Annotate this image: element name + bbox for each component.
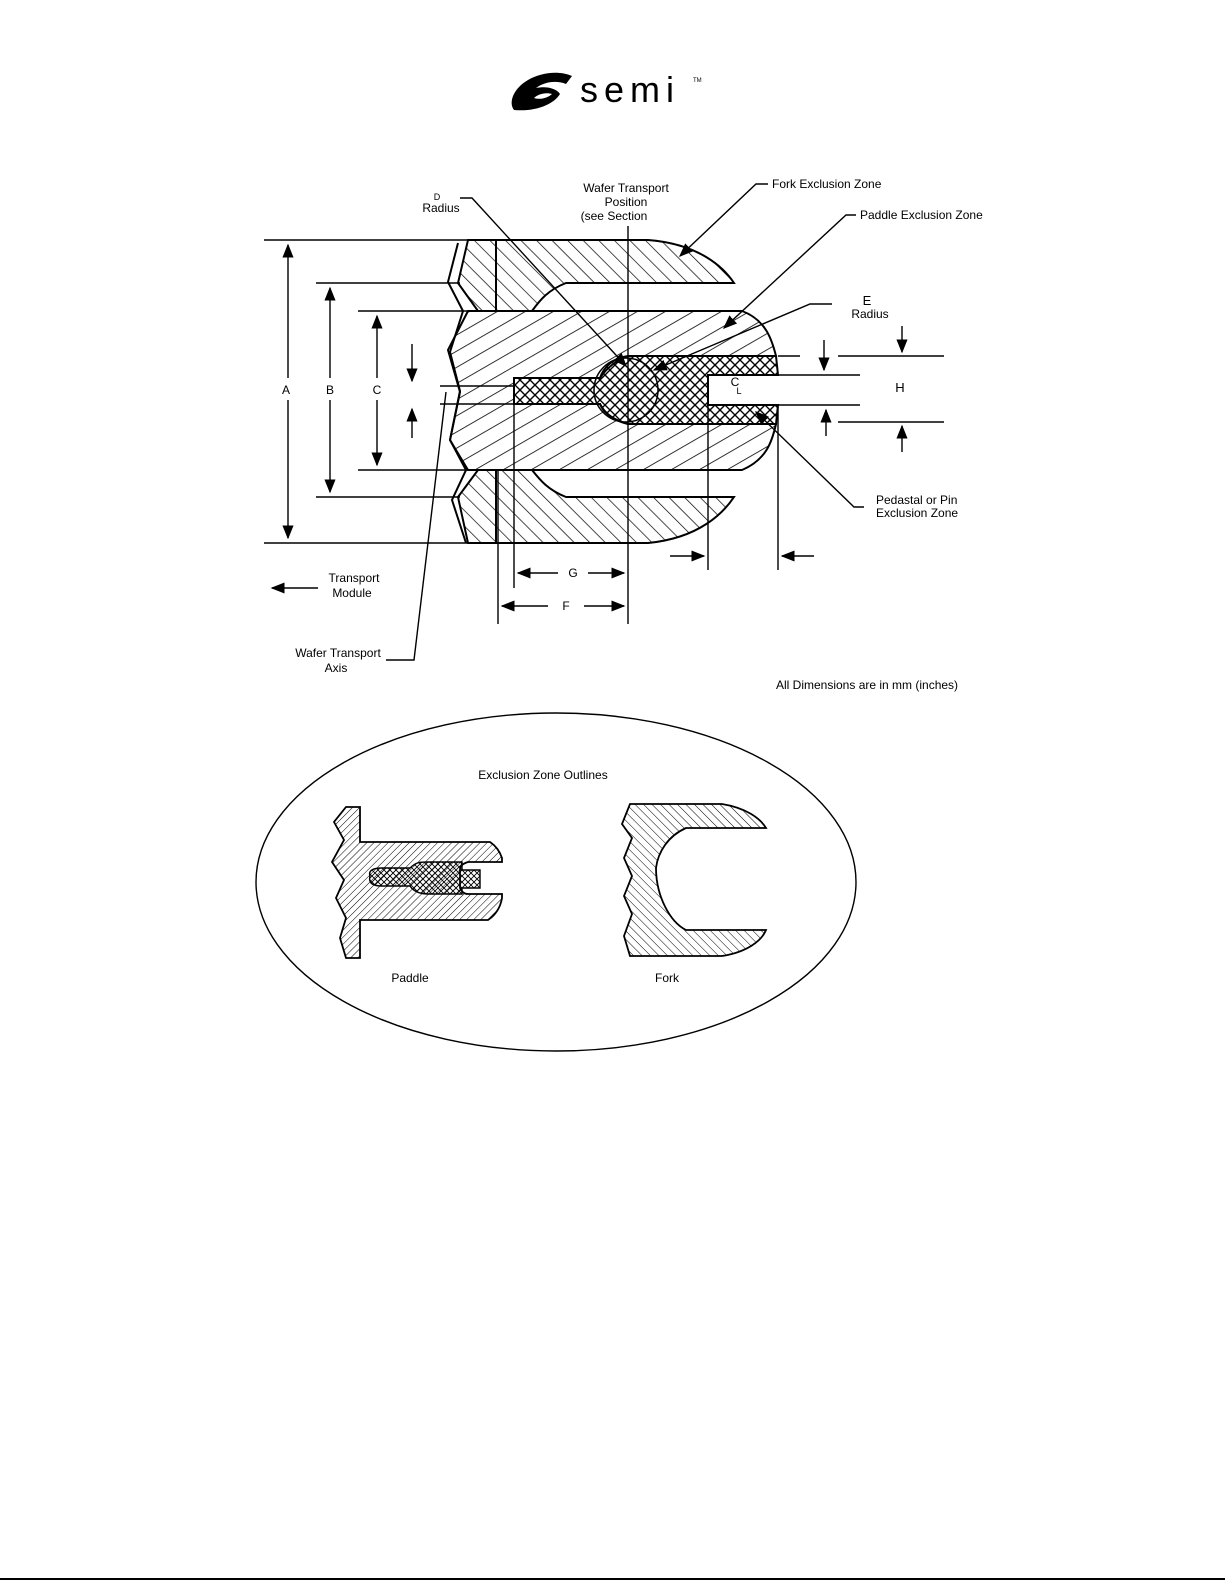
dim-g-label: G [568, 566, 577, 580]
e-radius-label: Radius [851, 307, 888, 321]
pedestal-label-1: Pedastal or Pin [876, 493, 957, 507]
wafer-axis-label-2: Axis [325, 661, 348, 675]
wafer-position-label-1: Wafer Transport [583, 181, 669, 195]
fork-zone-label: Fork Exclusion Zone [772, 177, 882, 191]
e-label: E [863, 293, 872, 308]
centerline-sub-label: L [736, 386, 741, 396]
dim-h-label: H [895, 380, 904, 395]
dim-a-label: A [282, 383, 290, 397]
dim-f-label: F [562, 599, 569, 613]
dimensions-note: All Dimensions are in mm (inches) [776, 678, 958, 692]
transport-module-label-2: Module [332, 586, 372, 600]
exclusion-zone-outlines-inset: Exclusion Zone Outlines Paddle Fork [256, 713, 856, 1051]
dim-c-label: C [373, 383, 382, 397]
d-radius-label: Radius [422, 201, 459, 215]
page-bottom-rule [0, 1578, 1225, 1580]
fork-label: Fork [655, 971, 680, 985]
paddle-outline [332, 807, 502, 958]
wafer-position-label-2: Position [605, 195, 648, 209]
pedestal-label-2: Exclusion Zone [876, 506, 958, 520]
transport-module-label-1: Transport [329, 571, 381, 585]
inset-title: Exclusion Zone Outlines [478, 768, 607, 782]
wafer-position-label-3: (see Section [581, 209, 648, 223]
fork-outline [622, 804, 766, 956]
paddle-label: Paddle [391, 971, 429, 985]
paddle-zone-label: Paddle Exclusion Zone [860, 208, 983, 222]
dim-b-label: B [326, 383, 334, 397]
wafer-axis-label-1: Wafer Transport [295, 646, 381, 660]
